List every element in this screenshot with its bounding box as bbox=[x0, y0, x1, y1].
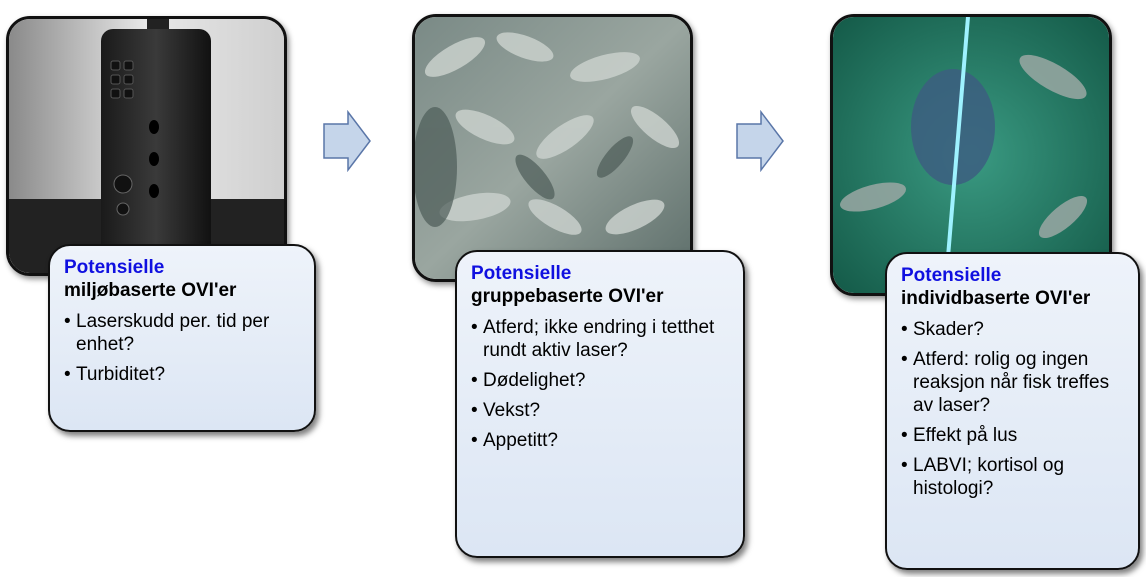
right-block-arrow-icon bbox=[736, 110, 784, 172]
card-subheading: individbaserte OVI'er bbox=[901, 288, 1091, 309]
group-ovi-card: Potensielle gruppebaserte OVI'er Atferd;… bbox=[455, 250, 745, 558]
list-item: Turbiditet? bbox=[64, 363, 304, 386]
bullet-list: Skader? Atferd: rolig og ingen reaksjon … bbox=[901, 318, 1128, 500]
card-subheading: gruppebaserte OVI'er bbox=[471, 286, 664, 307]
card-heading: Potensielle bbox=[471, 263, 572, 284]
device-photo bbox=[6, 16, 287, 276]
list-item: Laserskudd per. tid per enhet? bbox=[64, 310, 304, 356]
list-item: Atferd: rolig og ingen reaksjon når fisk… bbox=[901, 348, 1128, 417]
list-item: Vekst? bbox=[471, 399, 733, 422]
list-item: Dødelighet? bbox=[471, 369, 733, 392]
card-subheading: miljøbaserte OVI'er bbox=[64, 280, 237, 301]
list-item: Effekt på lus bbox=[901, 424, 1128, 447]
individual-fish-photo bbox=[830, 14, 1112, 296]
bullet-list: Laserskudd per. tid per enhet? Turbidite… bbox=[64, 310, 304, 386]
right-block-arrow-icon bbox=[323, 110, 371, 172]
environment-ovi-card: Potensielle miljøbaserte OVI'er Lasersku… bbox=[48, 244, 316, 432]
bullet-list: Atferd; ikke endring i tetthet rundt akt… bbox=[471, 316, 733, 452]
individual-ovi-card: Potensielle individbaserte OVI'er Skader… bbox=[885, 252, 1140, 570]
list-item: LABVI; kortisol og histologi? bbox=[901, 454, 1128, 500]
list-item: Skader? bbox=[901, 318, 1128, 341]
list-item: Appetitt? bbox=[471, 429, 733, 452]
card-heading: Potensielle bbox=[64, 257, 165, 278]
fish-school-photo bbox=[412, 14, 693, 282]
card-heading: Potensielle bbox=[901, 265, 1002, 286]
list-item: Atferd; ikke endring i tetthet rundt akt… bbox=[471, 316, 733, 362]
